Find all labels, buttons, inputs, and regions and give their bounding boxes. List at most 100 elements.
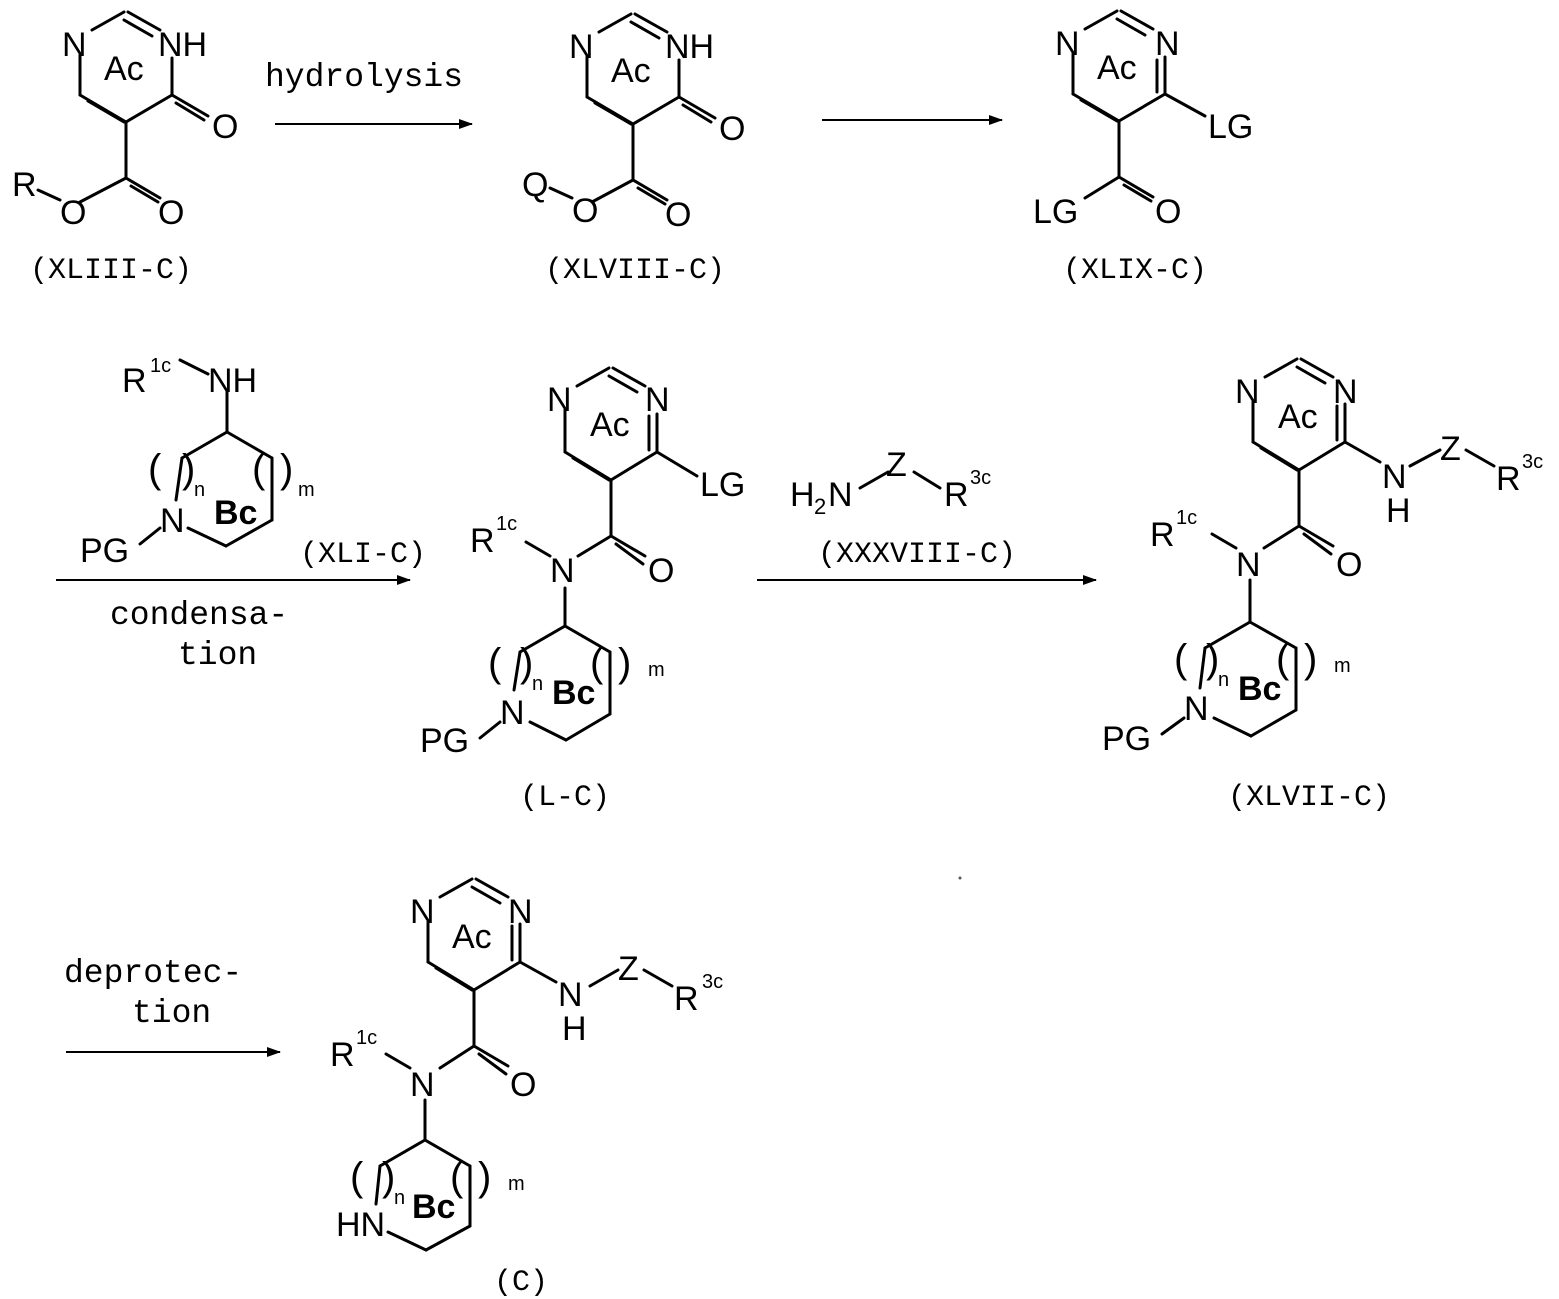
ring-label-Bc: Bc bbox=[412, 1188, 455, 1226]
atom-HN: HN bbox=[336, 1206, 385, 1244]
atom-Z: Z bbox=[618, 950, 639, 988]
atom-NH: NH bbox=[158, 26, 207, 64]
atom-N: N bbox=[1155, 25, 1180, 63]
svg-text:(: ( bbox=[488, 641, 502, 685]
compound-XXXVIII-C: H 2 N Z R 3c (XXXVIII-C) bbox=[790, 446, 1016, 572]
atom-N: N bbox=[1236, 546, 1261, 584]
compound-XLVII-C: N N Ac N H Z R 3c R 1c N O ( ) n ( ) m N… bbox=[1102, 359, 1543, 815]
compound-label: (XLVIII-C) bbox=[545, 254, 725, 288]
atom-LG: LG bbox=[1033, 193, 1078, 231]
compound-label: (XLVII-C) bbox=[1228, 781, 1390, 815]
superscript: 1c bbox=[496, 513, 517, 535]
svg-text:(: ( bbox=[148, 447, 162, 491]
atom-R: R bbox=[12, 166, 37, 204]
atom-R: R bbox=[1496, 460, 1521, 498]
atom-H: H bbox=[790, 476, 815, 514]
reaction-label: tion bbox=[132, 995, 211, 1032]
ring-label-Ac: Ac bbox=[452, 918, 492, 956]
reaction-label: condensa- bbox=[110, 597, 288, 634]
atom-N: N bbox=[508, 893, 533, 931]
svg-text:): ) bbox=[478, 1155, 491, 1199]
atom-N: N bbox=[569, 28, 594, 66]
atom-O: O bbox=[510, 1066, 536, 1104]
compound-XLI-C: R 1c NH ( ) n ( ) m N Bc PG (XLI-C) bbox=[80, 355, 426, 572]
atom-N: N bbox=[1333, 373, 1358, 411]
svg-text:(: ( bbox=[1174, 637, 1188, 681]
compound-label: (XLIII-C) bbox=[30, 254, 192, 288]
atom-N: N bbox=[1055, 25, 1080, 63]
index-n: n bbox=[194, 479, 205, 501]
atom-H: H bbox=[562, 1010, 587, 1048]
compound-XLIX-C: N N Ac LG O LG (XLIX-C) bbox=[1033, 11, 1253, 288]
superscript: 1c bbox=[1176, 507, 1197, 529]
atom-O: O bbox=[572, 192, 598, 230]
atom-O: O bbox=[212, 108, 238, 146]
arrow-condensation: condensa- tion bbox=[56, 580, 410, 674]
atom-NH: NH bbox=[208, 362, 257, 400]
compound-L-C: N N Ac LG R 1c N O ( ) n ( ) m N Bc PG (… bbox=[420, 368, 745, 815]
atom-N: N bbox=[1184, 690, 1209, 728]
atom-N: N bbox=[62, 26, 87, 64]
superscript: 3c bbox=[702, 971, 723, 993]
atom-N: N bbox=[828, 476, 853, 514]
ring-label-Ac: Ac bbox=[611, 52, 651, 90]
atom-R: R bbox=[122, 362, 147, 400]
atom-R: R bbox=[470, 522, 495, 560]
atom-N: N bbox=[410, 893, 435, 931]
compound-label: (C) bbox=[494, 1266, 548, 1299]
superscript: 3c bbox=[970, 467, 991, 489]
superscript: 1c bbox=[150, 355, 171, 377]
atom-O: O bbox=[648, 552, 674, 590]
compound-XLVIII-C: N NH Ac O O O Q (XLVIII-C) bbox=[522, 14, 745, 288]
index-m: m bbox=[508, 1173, 525, 1195]
atom-Z: Z bbox=[886, 446, 907, 484]
reaction-label: tion bbox=[178, 637, 257, 674]
atom-N: N bbox=[1382, 458, 1407, 496]
atom-N: N bbox=[558, 976, 583, 1014]
reaction-label: deprotec- bbox=[64, 955, 242, 992]
atom-N: N bbox=[645, 381, 670, 419]
atom-N: N bbox=[500, 694, 525, 732]
atom-LG: LG bbox=[1208, 108, 1253, 146]
index-m: m bbox=[298, 479, 315, 501]
reaction-label: hydrolysis bbox=[265, 59, 463, 96]
compound-label: (L-C) bbox=[520, 781, 610, 815]
ring-label-Bc: Bc bbox=[214, 494, 257, 532]
ring-label-Ac: Ac bbox=[590, 406, 630, 444]
atom-O: O bbox=[158, 194, 184, 232]
arrow-hydrolysis: hydrolysis bbox=[265, 59, 472, 124]
compound-label: (XLI-C) bbox=[300, 538, 426, 572]
atom-H: H bbox=[1386, 492, 1411, 530]
atom-PG: PG bbox=[1102, 720, 1151, 758]
index-m: m bbox=[1334, 655, 1351, 677]
atom-N: N bbox=[160, 502, 185, 540]
atom-O: O bbox=[665, 196, 691, 234]
arrow-deprotection: deprotec- tion bbox=[64, 955, 280, 1052]
atom-R: R bbox=[674, 980, 699, 1018]
atom-O: O bbox=[1336, 546, 1362, 584]
speck bbox=[959, 877, 962, 880]
atom-PG: PG bbox=[420, 722, 469, 760]
atom-R: R bbox=[330, 1036, 355, 1074]
atom-O: O bbox=[1155, 193, 1181, 231]
index-n: n bbox=[394, 1187, 405, 1209]
ring-label-Ac: Ac bbox=[1097, 49, 1137, 87]
atom-Q: Q bbox=[522, 166, 548, 204]
atom-N: N bbox=[550, 552, 575, 590]
ring-label-Bc: Bc bbox=[552, 674, 595, 712]
ring-label-Ac: Ac bbox=[104, 50, 144, 88]
svg-text:(: ( bbox=[252, 447, 266, 491]
svg-text:): ) bbox=[1304, 637, 1317, 681]
atom-Z: Z bbox=[1440, 430, 1461, 468]
ring-label-Bc: Bc bbox=[1238, 670, 1281, 708]
atom-PG: PG bbox=[80, 532, 129, 570]
atom-N: N bbox=[547, 381, 572, 419]
atom-O: O bbox=[719, 110, 745, 148]
svg-text:): ) bbox=[280, 447, 293, 491]
compound-label: (XXXVIII-C) bbox=[818, 538, 1016, 572]
index-m: m bbox=[648, 659, 665, 681]
atom-R: R bbox=[1150, 516, 1175, 554]
index-n: n bbox=[532, 673, 543, 695]
